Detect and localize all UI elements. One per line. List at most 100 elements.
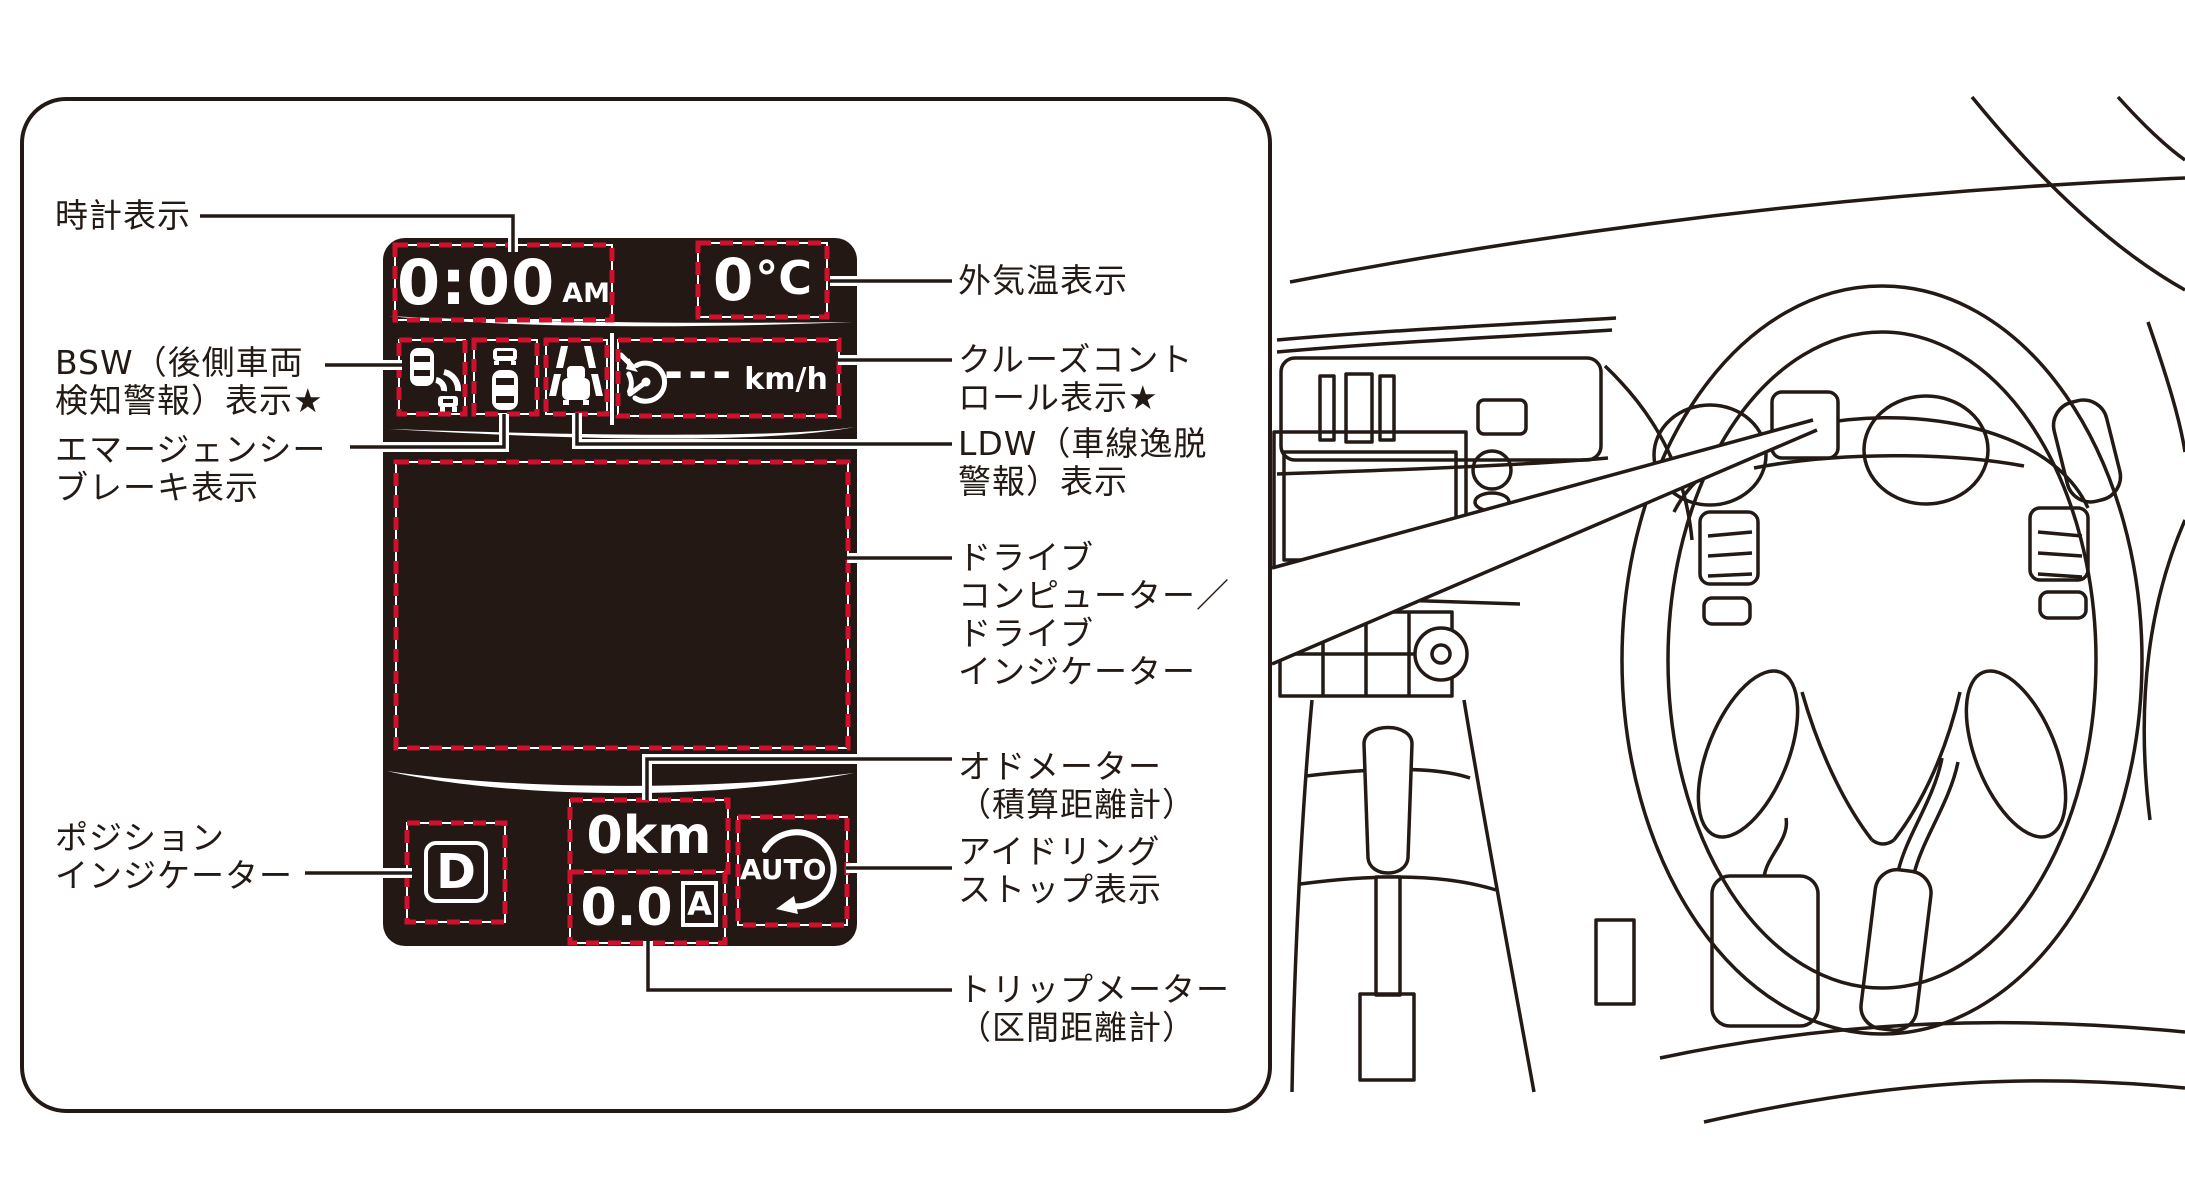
dash-vent xyxy=(1279,356,1603,462)
gear-position-letter: D xyxy=(436,844,476,900)
clock-time: 0:00 xyxy=(397,246,556,319)
label-line: インジケーター xyxy=(55,856,293,895)
left-lower-spoke xyxy=(1696,669,1800,839)
label-line: オドメーター xyxy=(958,747,1162,786)
trip-highlight-box xyxy=(567,869,728,946)
label-line: ロール表示★ xyxy=(958,378,1159,417)
label-line: （区間距離計） xyxy=(958,1008,1196,1047)
odometer-display: 0km xyxy=(570,800,728,872)
trip-mode-letter: A xyxy=(687,885,712,923)
clock-highlight-box xyxy=(392,242,615,323)
odometer-value: 0km xyxy=(586,806,712,866)
cruise-set-speed-value: --- xyxy=(664,345,737,399)
label-line: ブレーキ表示 xyxy=(55,468,259,507)
drive-computer-highlight-box xyxy=(393,459,851,751)
label-line: ドライブ xyxy=(958,538,1094,577)
label-line: クルーズコント xyxy=(958,340,1194,379)
label-line: 時計表示 xyxy=(55,196,191,235)
trip-meter-display: 0.0 xyxy=(574,872,679,943)
position-highlight-box xyxy=(404,820,508,925)
footrest xyxy=(1594,918,1636,1006)
position-indicator: D xyxy=(424,841,488,903)
label-idling-stop: アイドリング ストップ表示 xyxy=(958,833,1162,909)
label-line: ポジション xyxy=(55,818,225,857)
swoosh-bottom xyxy=(387,771,854,794)
label-outside-temp: 外気温表示 xyxy=(958,262,1128,300)
dash-top-line xyxy=(1289,176,2185,284)
leader-odometer xyxy=(645,757,952,800)
label-line: ストップ表示 xyxy=(958,870,1162,909)
label-line: 検知警報）表示★ xyxy=(55,381,324,420)
brake-pedal xyxy=(1710,874,1820,1028)
label-position-indicator: ポジション インジケーター xyxy=(55,819,293,895)
label-line: トリップメーター xyxy=(958,970,1230,1009)
icon-row-divider xyxy=(610,333,614,425)
cruise-speed-unit: km/h xyxy=(744,361,828,397)
label-emergency-brake: エマージェンシー ブレーキ表示 xyxy=(55,431,326,507)
display-swoosh-separators xyxy=(387,316,855,794)
label-bsw: BSW（後側車両 検知警報）表示★ xyxy=(55,344,324,420)
clock-display: 0:00 AM xyxy=(395,245,612,320)
outside-temp-display: 0 °C xyxy=(698,243,827,317)
leader-emergency xyxy=(350,414,506,449)
label-line: 外気温表示 xyxy=(958,261,1128,300)
left-gauge xyxy=(1652,403,1768,507)
label-line: ドライブ xyxy=(958,614,1094,653)
right-lower-spoke xyxy=(1964,669,2068,839)
label-ldw: LDW（車線逸脱 警報）表示 xyxy=(958,425,1207,501)
label-line: 警報）表示 xyxy=(958,462,1128,501)
gear-shifter xyxy=(1358,725,1416,1082)
leader-trip xyxy=(646,941,952,992)
emergency-brake-icon xyxy=(492,348,518,410)
label-cruise-control: クルーズコント ロール表示★ xyxy=(958,341,1193,417)
bsw-blind-spot-warning-icon xyxy=(410,348,462,412)
label-line: BSW（後側車両 xyxy=(55,343,304,382)
idling-stop-display: AUTO xyxy=(740,850,827,888)
label-line: アイドリング xyxy=(958,832,1161,871)
emergency-highlight-box xyxy=(471,337,540,417)
leader-ldw xyxy=(575,413,952,446)
car-interior-illustration xyxy=(1271,95,2185,1124)
idling-stop-text: AUTO xyxy=(740,852,827,886)
right-spoke-buttons xyxy=(2028,506,2090,620)
cruise-highlight-box xyxy=(615,337,842,419)
label-line: LDW（車線逸脱 xyxy=(958,424,1208,463)
swoosh-top xyxy=(389,316,853,327)
outside-temp-value: 0 xyxy=(712,246,754,314)
windshield-pillar-line xyxy=(1970,95,2185,292)
label-trip-meter: トリップメーター （区間距離計） xyxy=(958,971,1230,1047)
right-gauge xyxy=(1862,394,1990,506)
cruise-control-speedometer-icon xyxy=(618,352,668,404)
cluster-base xyxy=(1753,453,2025,470)
pointer-wedge xyxy=(1271,418,1818,666)
wiper-stalk xyxy=(2051,398,2123,504)
label-line: インジケーター xyxy=(958,652,1196,691)
swoosh-middle xyxy=(389,427,855,439)
lane-departure-warning-icon xyxy=(549,346,603,405)
door-line-2 xyxy=(2142,519,2185,821)
label-clock: 時計表示 xyxy=(55,197,191,235)
label-line: コンピューター／ xyxy=(958,576,1230,615)
left-spoke-buttons xyxy=(1698,510,1760,626)
label-drive-computer: ドライブ コンピューター／ ドライブ インジケーター xyxy=(958,539,1230,691)
cruise-control-display: --- km/h xyxy=(664,344,839,414)
idling-stop-circular-arrow-icon xyxy=(762,829,837,914)
pedals xyxy=(1594,757,1960,1033)
label-line: （積算距離計） xyxy=(958,785,1196,824)
floor-line-2 xyxy=(1703,1079,2185,1124)
door-line xyxy=(2146,321,2185,453)
floor-line xyxy=(1659,1020,2185,1060)
clock-ampm: AM xyxy=(562,278,610,309)
temp-highlight-box xyxy=(695,240,830,320)
trip-mode-badge: A xyxy=(681,881,718,927)
bsw-highlight-box xyxy=(396,337,468,417)
display-icon-glyphs xyxy=(410,346,837,914)
outside-temp-unit: °C xyxy=(755,251,813,305)
dashed-highlight-boxes xyxy=(392,240,851,946)
trip-meter-value: 0.0 xyxy=(580,877,673,938)
windshield-corner-line xyxy=(2116,95,2185,162)
label-odometer: オドメーター （積算距離計） xyxy=(958,748,1196,824)
leader-clock xyxy=(200,214,515,252)
